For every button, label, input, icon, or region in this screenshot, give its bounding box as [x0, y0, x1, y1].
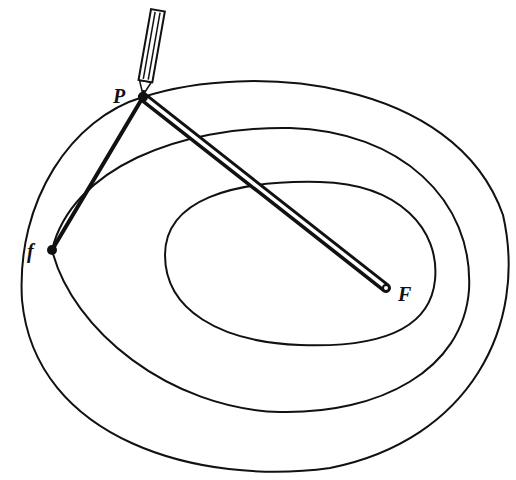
point-label: f: [26, 241, 35, 261]
focus-pin: [383, 285, 389, 291]
rod-core: [146, 99, 384, 286]
point-label: P: [112, 86, 126, 106]
pencil: [136, 9, 165, 96]
point-label: F: [397, 284, 412, 304]
focus-pin: [47, 245, 57, 255]
string: [52, 97, 143, 250]
inner-oval: [165, 182, 435, 345]
outer-oval: [22, 81, 509, 472]
pencil-joint: [138, 92, 148, 102]
rod-outline: [143, 97, 386, 288]
middle-oval: [52, 128, 469, 412]
